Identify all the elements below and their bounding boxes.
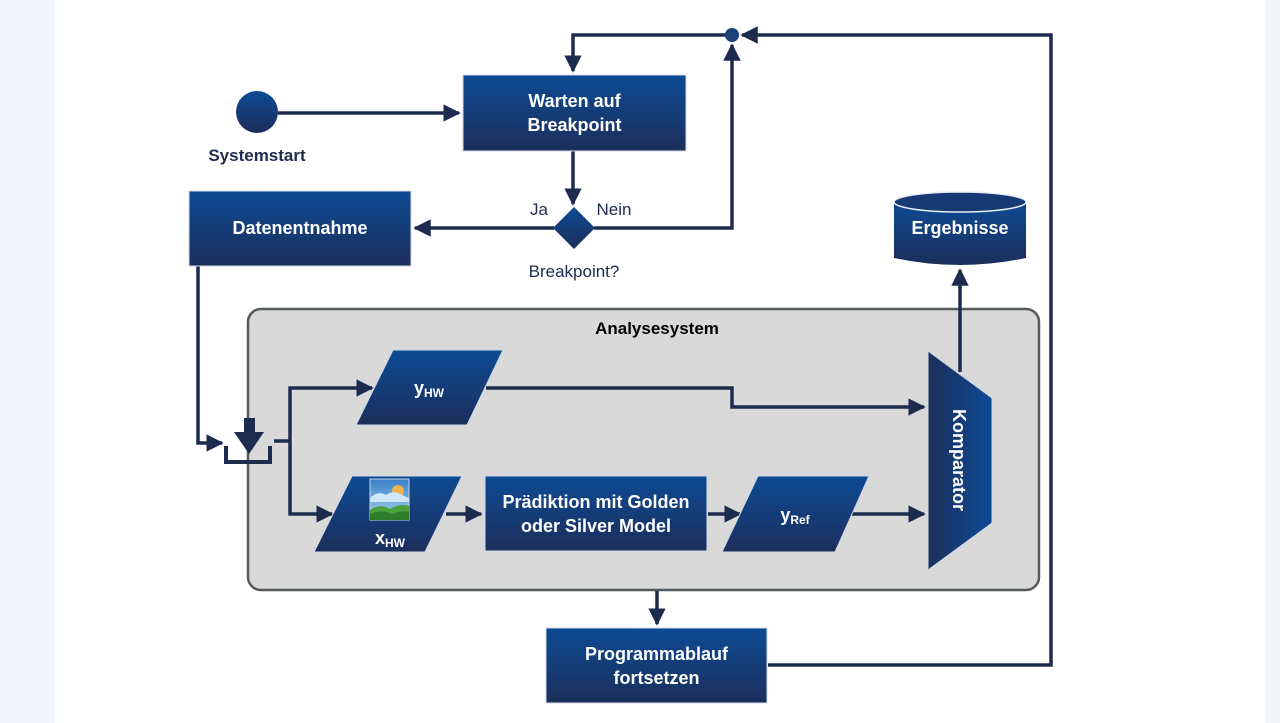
continue-label-line1: Programmablauf [585, 644, 729, 664]
start-node[interactable] [236, 91, 278, 133]
connector-yhw-to-comparator [486, 386, 926, 416]
decision-label: Breakpoint? [529, 262, 620, 281]
xhw-data-node[interactable]: xHW [313, 475, 463, 553]
connectors [196, 26, 1053, 667]
comparator-label: Komparator [949, 409, 969, 511]
connector-continue-loop [740, 26, 1053, 667]
prediction-label-line1: Prädiktion mit Golden [502, 492, 689, 512]
prediction-label-line2: oder Silver Model [521, 516, 671, 536]
decision-yes-label: Ja [530, 200, 549, 219]
connector-split-to-xhw [288, 441, 334, 523]
wait-label-line2: Breakpoint [527, 115, 621, 135]
connector-extract-to-merge [196, 266, 224, 452]
continue-program-node[interactable]: Programmablauf fortsetzen [545, 627, 768, 704]
analysis-system-title: Analysesystem [595, 319, 719, 338]
decision-no-label: Nein [597, 200, 632, 219]
extract-label: Datenentnahme [232, 218, 367, 238]
results-database-node[interactable]: Ergebnisse [893, 191, 1027, 265]
loop-junction-dot [725, 28, 739, 42]
continue-label-line2: fortsetzen [613, 668, 699, 688]
yhw-data-node[interactable]: yHW [355, 349, 504, 426]
prediction-node[interactable]: Prädiktion mit Golden oder Silver Model [484, 475, 708, 552]
decision-diamond[interactable] [553, 207, 595, 249]
connector-junction-to-wait [564, 33, 726, 73]
image-icon [369, 478, 410, 521]
merge-symbol [224, 418, 272, 464]
xhw-label: xHW [375, 528, 406, 550]
yhw-label: yHW [414, 378, 445, 400]
yref-label: yRef [780, 505, 810, 527]
connector-split-to-yhw [288, 379, 374, 441]
start-label: Systemstart [208, 146, 306, 165]
connector-decision-no [594, 43, 741, 230]
yref-data-node[interactable]: yRef [721, 475, 870, 553]
wait-label-line1: Warten auf [528, 91, 621, 111]
data-extraction-node[interactable]: Datenentnahme [188, 190, 412, 267]
comparator-node[interactable]: Komparator [927, 350, 993, 571]
results-label: Ergebnisse [911, 218, 1008, 238]
wait-for-breakpoint-node[interactable]: Warten auf Breakpoint [462, 74, 687, 152]
